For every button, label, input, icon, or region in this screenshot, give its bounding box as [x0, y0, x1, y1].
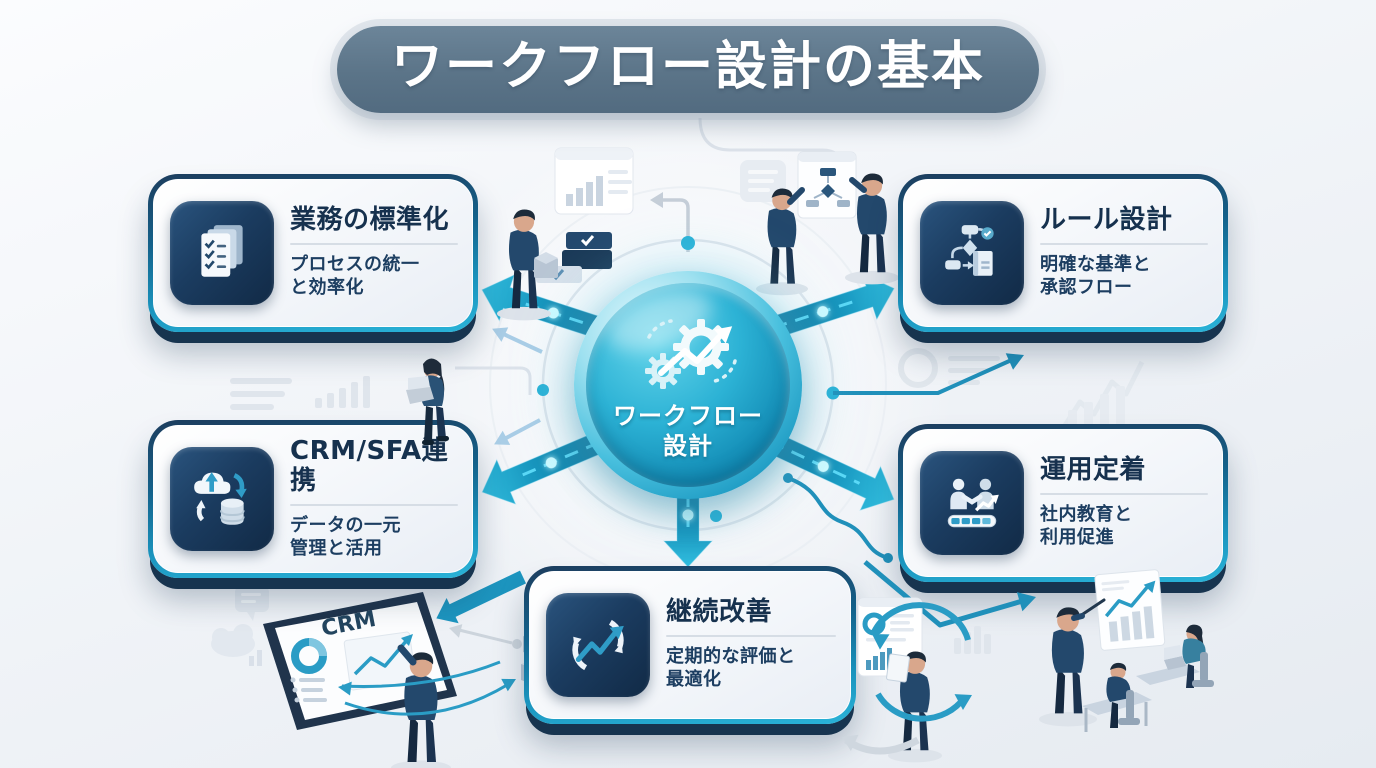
- card-subtitle: 明確な基準と 承認フロー: [1040, 253, 1151, 299]
- divider: [290, 242, 458, 245]
- illustration-flowchart-discussion: [740, 151, 899, 296]
- faint-bar-chart-left: [315, 376, 370, 408]
- documents-checklist-icon: [170, 201, 274, 305]
- thin-arrow-lower-left: [494, 418, 541, 445]
- checked-crates: [536, 232, 612, 283]
- divider: [1040, 492, 1208, 495]
- divider: [666, 634, 836, 637]
- card-rule-design: ルール設計 明確な基準と 承認フロー: [898, 174, 1228, 332]
- flowchart-board: [797, 151, 857, 219]
- hub-label: ワークフロー 設計: [613, 402, 763, 460]
- card-standardization: 業務の標準化 プロセスの統一 と効率化: [148, 174, 478, 332]
- card-title: 継続改善: [666, 596, 773, 627]
- card-subtitle: 定期的な評価と 最適化: [666, 645, 796, 691]
- faint-text-lines-left: [230, 378, 292, 410]
- card-title: 業務の標準化: [290, 204, 450, 235]
- carried-box: [534, 258, 558, 278]
- cloud-sync-database-icon: [170, 447, 274, 551]
- corner-arrow-above-hub: [650, 192, 690, 252]
- attendee-desk: [1082, 662, 1152, 732]
- crm-screen-label: CRM: [319, 607, 378, 642]
- illustration-training-session: [1039, 569, 1214, 732]
- card-title: 運用定着: [1040, 454, 1147, 485]
- card-title: ルール設計: [1040, 204, 1173, 235]
- card-subtitle: データの一元 管理と活用: [290, 514, 401, 560]
- thin-arrow-upper-left: [492, 327, 543, 354]
- speech-bubble-small: [235, 586, 269, 621]
- flowchart-rulebook-icon: [920, 201, 1024, 305]
- speech-bubble: [740, 160, 786, 212]
- crm-sync-arrows: [341, 660, 513, 716]
- illustration-pdca-cycle: [842, 597, 991, 763]
- divider: [290, 503, 458, 506]
- faint-growth-chart-right: [1059, 360, 1145, 432]
- card-title: CRM/SFA連携: [290, 435, 449, 496]
- faint-target-lines-right: [898, 348, 1000, 388]
- card-subtitle: プロセスの統一 と効率化: [290, 253, 420, 299]
- cycle-growth-icon: [546, 593, 650, 697]
- crm-tablet: CRM: [263, 592, 457, 730]
- page-title-banner: ワークフロー設計の基本: [336, 26, 1040, 114]
- gray-dot-arrow: [449, 624, 522, 649]
- divider: [1040, 242, 1208, 245]
- hub-arrow-to-improvement: [662, 486, 714, 568]
- card-continuous-improvement: 継続改善 定期的な評価と 最適化: [524, 566, 856, 724]
- workflow-hub: ワークフロー 設計: [574, 271, 802, 499]
- card-subtitle: 社内教育と 利用促進: [1040, 503, 1133, 549]
- attendee-laptop: [1136, 624, 1214, 688]
- cloud-icon: [211, 624, 262, 666]
- browser-chart-window: [554, 147, 634, 215]
- gears-growth-arrow-icon: [645, 319, 737, 389]
- card-crm-sfa: CRM/SFA連携 データの一元 管理と活用: [148, 420, 478, 578]
- handshake-progress-icon: [920, 451, 1024, 555]
- page-title: ワークフロー設計の基本: [390, 37, 986, 97]
- card-adoption: 運用定着 社内教育と 利用促進: [898, 424, 1228, 582]
- illustration-worker-stacking: [497, 147, 634, 321]
